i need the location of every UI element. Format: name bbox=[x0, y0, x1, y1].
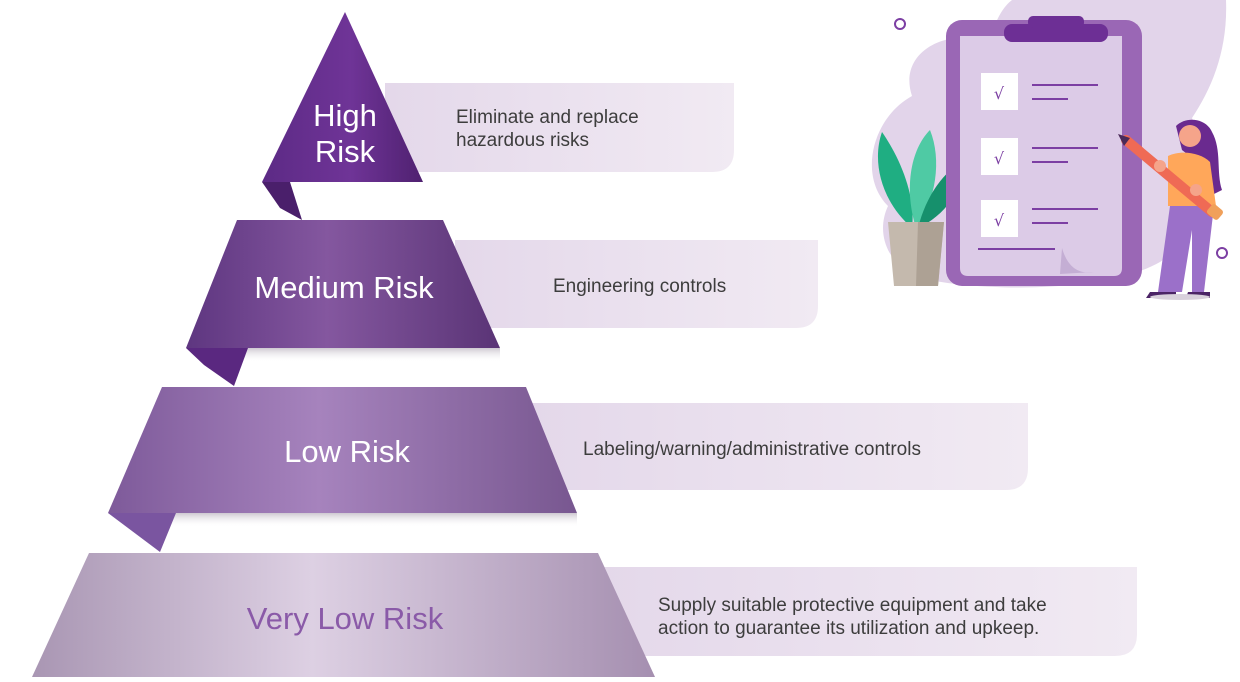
tier-medium-label: Medium Risk bbox=[254, 270, 434, 305]
tier-high-label-line: High bbox=[313, 98, 377, 133]
tier-low-shape bbox=[108, 387, 577, 513]
tier-high-label: High Risk bbox=[290, 98, 400, 170]
tier-medium-shape bbox=[186, 220, 500, 348]
checkbox-icon bbox=[981, 73, 1018, 110]
tier-very-low-label: Very Low Risk bbox=[246, 601, 444, 636]
checkmark-icon: √ bbox=[994, 84, 1005, 103]
tier-high-fold bbox=[262, 182, 302, 220]
tier-high-description: Eliminate and replace hazardous risks bbox=[456, 106, 726, 152]
woman-hand bbox=[1190, 184, 1202, 196]
pencil-tip-icon bbox=[1118, 134, 1130, 146]
checkbox-icon bbox=[981, 200, 1018, 237]
plant-pot-shade bbox=[916, 222, 944, 286]
plant-leaf-icon bbox=[909, 130, 937, 228]
checkmark-icon: √ bbox=[994, 211, 1005, 230]
tier-medium-shadow bbox=[200, 348, 500, 362]
clipboard-illustration: √ √ √ bbox=[871, 0, 1228, 300]
tier-very-low-description: Supply suitable protective equipment and… bbox=[658, 594, 1128, 640]
tier-low-description: Labeling/warning/administrative controls bbox=[583, 439, 921, 460]
tier-high-description-line: hazardous risks bbox=[456, 130, 590, 151]
pencil-eraser-icon bbox=[1207, 204, 1223, 220]
description-panel-medium bbox=[455, 240, 818, 328]
decor-circle-icon bbox=[894, 18, 906, 30]
tier-high-label-line: Risk bbox=[314, 134, 376, 169]
clipboard-clip-top bbox=[1028, 16, 1084, 28]
tier-low-label: Low Risk bbox=[284, 434, 410, 469]
tier-very-low-description-line: action to guarantee its utilization and … bbox=[658, 618, 1040, 639]
tier-high-description-line: Eliminate and replace bbox=[456, 107, 639, 128]
tier-medium-description: Engineering controls bbox=[553, 276, 727, 297]
woman-hand bbox=[1154, 160, 1166, 172]
ground-shadow bbox=[1150, 294, 1210, 300]
woman-figure-icon bbox=[1118, 119, 1223, 300]
tier-high-shape bbox=[262, 12, 423, 182]
tier-low-shadow bbox=[125, 513, 577, 527]
pencil-icon bbox=[1121, 135, 1217, 217]
plant-leaf-icon bbox=[877, 132, 913, 228]
description-panel-very-low bbox=[595, 567, 1137, 656]
description-panel-high bbox=[385, 83, 734, 172]
description-panel-low bbox=[525, 403, 1028, 490]
woman-torso bbox=[1168, 152, 1216, 206]
clipboard-clip bbox=[1004, 24, 1108, 42]
tier-medium-fold bbox=[186, 348, 248, 386]
woman-legs bbox=[1158, 206, 1214, 292]
woman-head bbox=[1179, 125, 1201, 147]
tier-very-low-shape bbox=[32, 553, 655, 677]
checkbox-icon bbox=[981, 138, 1018, 175]
clipboard-paper-curl bbox=[1060, 248, 1094, 274]
tier-very-low-description-line: Supply suitable protective equipment and… bbox=[658, 595, 1047, 616]
tier-low-fold bbox=[108, 513, 176, 552]
decor-circle-icon bbox=[1216, 247, 1228, 259]
checkmark-icon: √ bbox=[994, 149, 1005, 168]
